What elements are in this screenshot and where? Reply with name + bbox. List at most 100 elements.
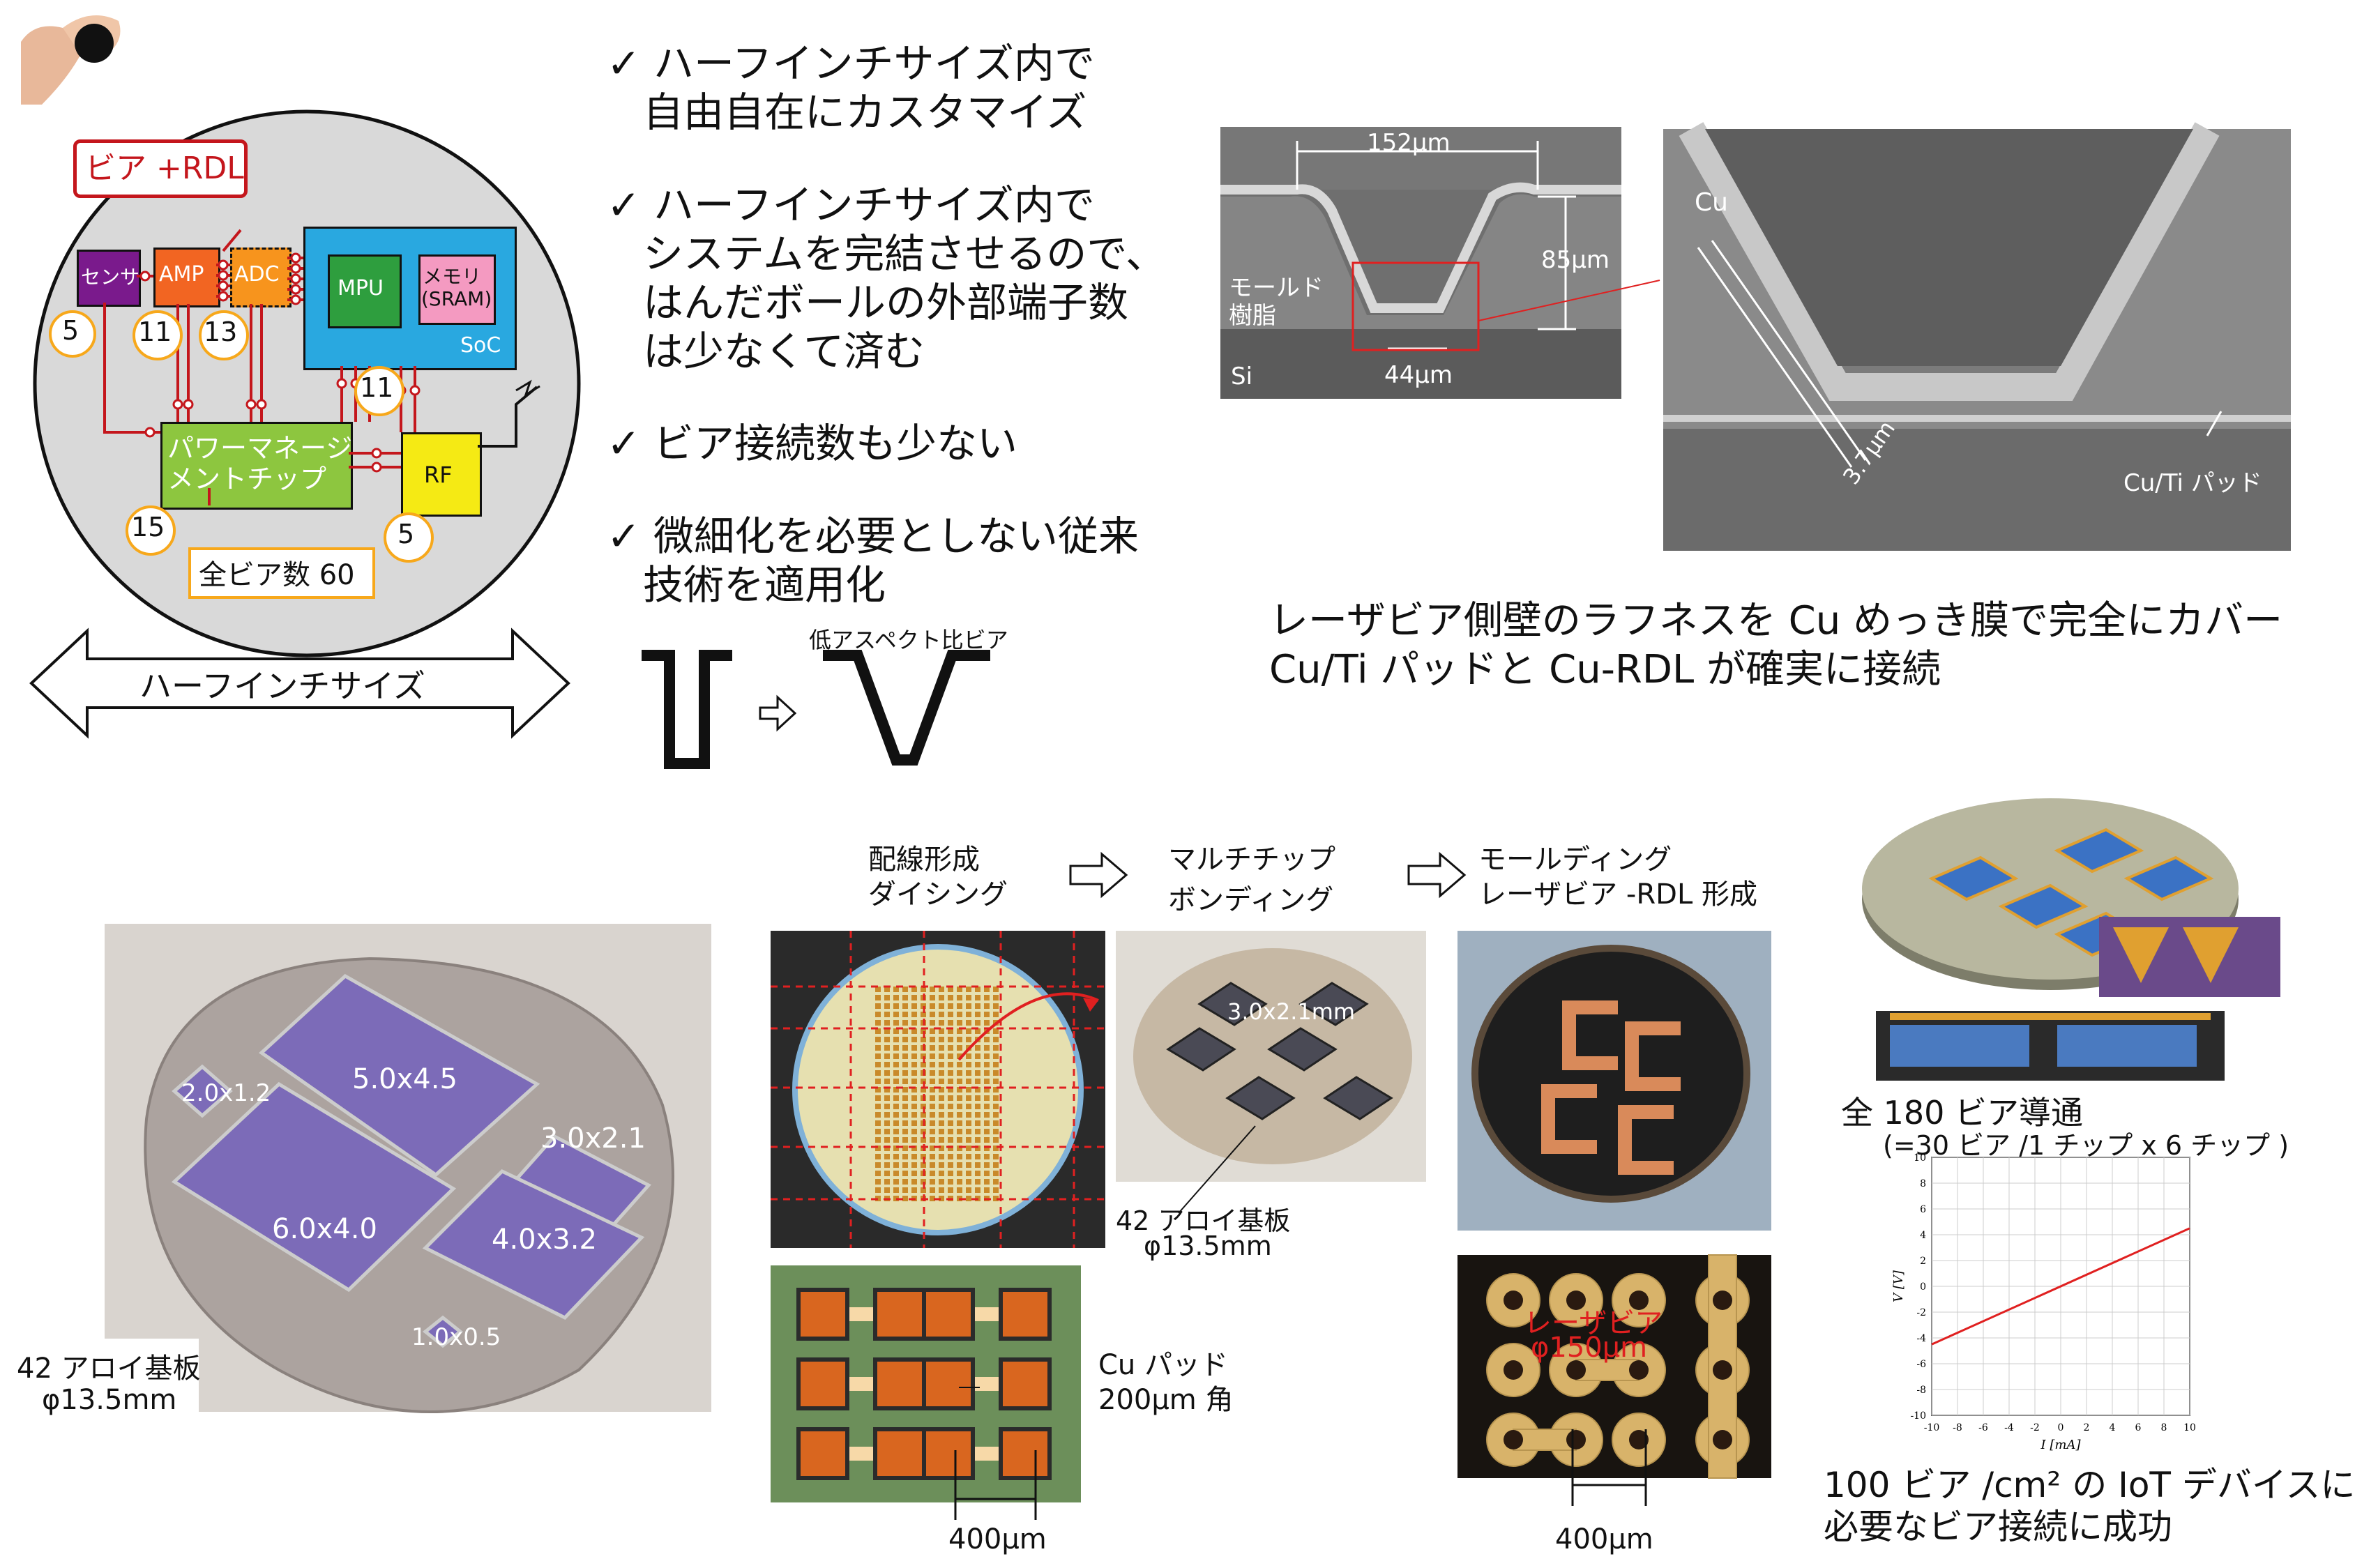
wafer-pad [966, 1062, 971, 1067]
total-via-label: 全ビア数 60 [199, 559, 355, 591]
chip-label-5.0x4.5: 5.0x4.5 [352, 1063, 457, 1095]
wafer-pad [930, 1020, 935, 1026]
sem-depth: 85μm [1541, 246, 1610, 274]
wafer-pad [911, 1154, 917, 1159]
wafer-pad [993, 987, 999, 992]
x-tick-label: 8 [2161, 1422, 2167, 1433]
result-line-1: 全 180 ビア導通 [1841, 1094, 2084, 1132]
substrate-photo [105, 924, 711, 1413]
wafer-pad [957, 1020, 962, 1026]
wafer-pad [966, 1196, 971, 1201]
bonded-label-leader [1178, 1125, 1256, 1214]
wafer-pad [975, 995, 980, 1000]
via-count-sensor-label: 5 [62, 315, 79, 346]
wafer-pad [939, 1012, 944, 1017]
wafer-pad [930, 1145, 935, 1151]
wafer-pad [884, 1062, 890, 1067]
via-count-amp [132, 310, 183, 360]
chip-label-4.0x3.2: 4.0x3.2 [492, 1224, 597, 1256]
wafer-pad-grid [771, 931, 1105, 1248]
wafer-pad [939, 1079, 944, 1084]
wafer-pad [930, 1187, 935, 1193]
y-tick-label: -2 [1916, 1307, 1926, 1318]
via-count-soc [354, 366, 404, 416]
wafer-pad [957, 1053, 962, 1059]
wafer-pad [893, 1095, 899, 1101]
wafer-pad [893, 1053, 899, 1059]
wafer-pad [957, 1045, 962, 1051]
wafer-pad [884, 1079, 890, 1084]
low-aspect-label: 低アスペクト比ビア [809, 627, 1008, 653]
via-count-rf [384, 512, 434, 563]
wafer-pad [911, 1037, 917, 1042]
wafer-pad [921, 987, 926, 992]
wafer-pad [957, 1162, 962, 1168]
wafer-pad [984, 1012, 990, 1017]
x-tick-label: 6 [2135, 1422, 2142, 1433]
wafer-pad [948, 1003, 953, 1009]
wafer-pad [948, 1070, 953, 1076]
wafer-pad [957, 1171, 962, 1176]
via-count-adc [199, 310, 249, 360]
wafer-pad [984, 1095, 990, 1101]
wafer-pad [930, 1087, 935, 1093]
wafer-pad [948, 1145, 953, 1151]
wafer-pad [902, 1187, 908, 1193]
sram-label: (SRAM) [421, 287, 492, 310]
wafer-pad [884, 1087, 890, 1093]
wafer-pad [984, 1129, 990, 1134]
wafer-pad [939, 1129, 944, 1134]
wafer-pad [966, 1003, 971, 1009]
wafer-pad [921, 1104, 926, 1109]
wafer-pad [948, 1062, 953, 1067]
wafer-pad [884, 1045, 890, 1051]
wafer-pad [875, 1028, 881, 1034]
x-tick-label: -6 [1978, 1422, 1988, 1433]
laser-via-photo [1457, 1254, 1771, 1479]
wafer-pad [902, 1062, 908, 1067]
wafer-pad [948, 1129, 953, 1134]
wafer-pad [930, 1171, 935, 1176]
wafer-pad [893, 1087, 899, 1093]
wafer-pad [975, 1087, 980, 1093]
wafer-pad [993, 1154, 999, 1159]
wafer-pad [902, 1003, 908, 1009]
wafer-pad [902, 1112, 908, 1118]
wafer-pad [884, 1171, 890, 1176]
wafer-pad [993, 1053, 999, 1059]
wafer-pad [875, 1045, 881, 1051]
via-count-pmic [126, 505, 176, 556]
via-rdl-callout-label: ビア +RDL [85, 151, 244, 186]
y-tick-label: -4 [1916, 1333, 1926, 1344]
wafer-pad [902, 1137, 908, 1143]
sem-mold-label-2: 樹脂 [1229, 302, 1276, 330]
wafer-pad [893, 1037, 899, 1042]
wafer-pad [975, 1020, 980, 1026]
wafer-pad [939, 1037, 944, 1042]
wafer-pad [966, 1129, 971, 1134]
sem-description-2: Cu/Ti パッドと Cu-RDL が確実に接続 [1269, 647, 1941, 692]
wafer-pad [957, 1145, 962, 1151]
wafer-pad [921, 1162, 926, 1168]
wafer-pad [993, 1129, 999, 1134]
wafer-pad [957, 1062, 962, 1067]
wafer-pad [884, 1187, 890, 1193]
x-tick-label: -2 [2030, 1422, 2040, 1433]
wafer-pad [884, 1129, 890, 1134]
x-tick-label: -4 [2004, 1422, 2014, 1433]
x-tick-label: -10 [1924, 1422, 1940, 1433]
wafer-pad [984, 1037, 990, 1042]
wafer-pad [911, 1145, 917, 1151]
wafer-pad [975, 1145, 980, 1151]
wafer-pad [875, 1120, 881, 1126]
wafer-pad [993, 1003, 999, 1009]
wafer-pad [921, 1112, 926, 1118]
wafer-pad [993, 1196, 999, 1201]
result-bottom-1: 100 ビア /cm² の IoT デバイスに [1824, 1465, 2355, 1505]
wafer-pad [966, 1154, 971, 1159]
wafer-pad [975, 1028, 980, 1034]
wafer-pad [957, 995, 962, 1000]
wafer-pad [948, 1112, 953, 1118]
package-render [1862, 798, 2280, 1081]
